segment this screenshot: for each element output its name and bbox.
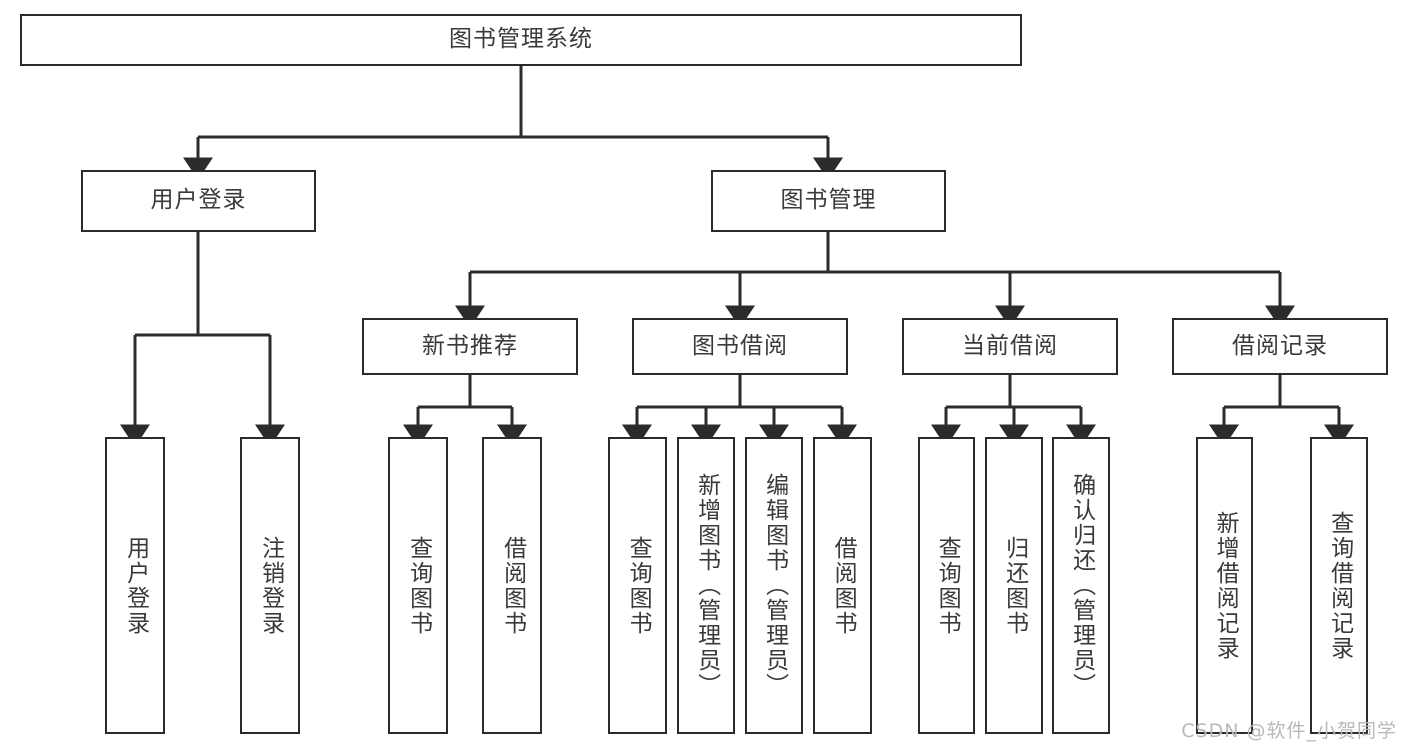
leaf-confirm-return-admin[interactable]: 确认归还（管理员） [1052, 437, 1110, 734]
leaf-query-books-borrow[interactable]: 查询图书 [608, 437, 667, 734]
leaf-edit-book-admin[interactable]: 编辑图书（管理员） [745, 437, 803, 734]
leaf-return-books[interactable]: 归还图书 [985, 437, 1043, 734]
csdn-watermark: CSDN @软件_小贺同学 [1181, 720, 1397, 742]
node-label: 注销登录 [257, 535, 284, 636]
node-label: 图书管理 [780, 187, 877, 214]
node-label: 借阅图书 [830, 535, 857, 636]
node-book-management[interactable]: 图书管理 [711, 170, 946, 232]
node-label: 用户登录 [122, 535, 149, 636]
node-label: 确认归还（管理员） [1068, 473, 1095, 698]
node-label: 新增图书（管理员） [693, 473, 720, 698]
node-label: 查询图书 [405, 535, 432, 636]
node-label: 借阅图书 [499, 535, 526, 636]
node-label: 新增借阅记录 [1212, 510, 1239, 661]
leaf-borrow-books-borrow[interactable]: 借阅图书 [813, 437, 872, 734]
node-user-login[interactable]: 用户登录 [81, 170, 316, 232]
leaf-add-borrow-record[interactable]: 新增借阅记录 [1196, 437, 1253, 734]
node-borrowing-records[interactable]: 借阅记录 [1172, 318, 1388, 375]
node-current-borrowing[interactable]: 当前借阅 [902, 318, 1118, 375]
node-label: 查询图书 [934, 535, 961, 636]
node-label: 查询借阅记录 [1326, 510, 1353, 661]
leaf-query-books-newbook[interactable]: 查询图书 [388, 437, 448, 734]
leaf-query-borrow-record[interactable]: 查询借阅记录 [1310, 437, 1368, 734]
leaf-borrow-books-newbook[interactable]: 借阅图书 [482, 437, 542, 734]
node-label: 新书推荐 [422, 332, 518, 359]
node-label: 归还图书 [1001, 535, 1028, 636]
node-new-book-recommendation[interactable]: 新书推荐 [362, 318, 578, 375]
node-label: 编辑图书（管理员） [761, 473, 788, 698]
leaf-add-book-admin[interactable]: 新增图书（管理员） [677, 437, 735, 734]
node-label: 查询图书 [625, 535, 652, 636]
node-label: 图书管理系统 [449, 26, 593, 53]
node-label: 用户登录 [150, 187, 247, 214]
leaf-query-books-current[interactable]: 查询图书 [918, 437, 975, 734]
leaf-logout[interactable]: 注销登录 [240, 437, 300, 734]
node-label: 借阅记录 [1232, 332, 1328, 359]
node-label: 当前借阅 [962, 332, 1058, 359]
leaf-user-login[interactable]: 用户登录 [105, 437, 165, 734]
node-book-borrowing[interactable]: 图书借阅 [632, 318, 848, 375]
node-label: 图书借阅 [692, 332, 788, 359]
node-root-book-management-system[interactable]: 图书管理系统 [20, 14, 1022, 66]
